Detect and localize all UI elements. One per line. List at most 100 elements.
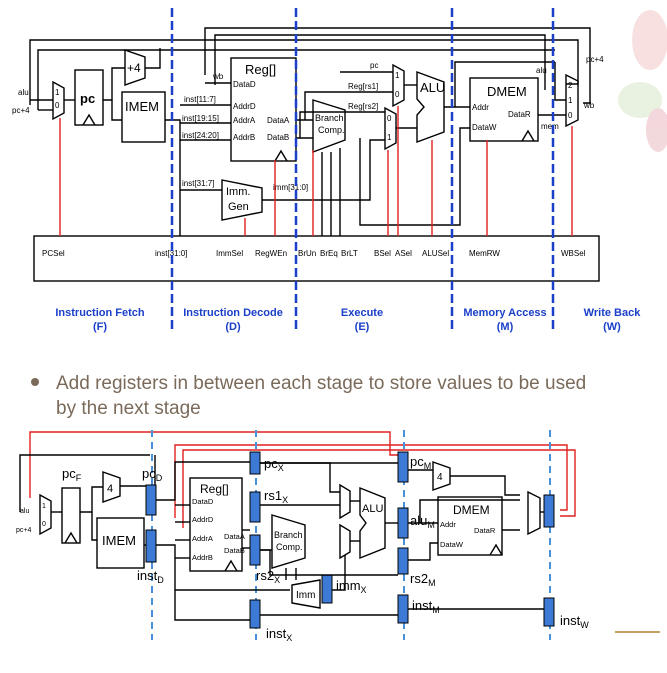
- stage-writeback-abbr: (W): [603, 321, 621, 333]
- dmem-bottom-label: DMEM: [453, 503, 490, 517]
- reg-bottom-port-addrb: AddrB: [192, 553, 213, 562]
- alu-block: [416, 70, 445, 144]
- rs2x-register: [249, 534, 261, 566]
- reg-bottom-port-datad: DataD: [192, 497, 214, 506]
- stage-memory-abbr: (M): [497, 321, 514, 333]
- signal-bsel: BSel: [374, 249, 391, 258]
- plus4-bottom-label: 4: [107, 483, 113, 495]
- stage-labels: Instruction Fetch (F) Instruction Decode…: [55, 307, 641, 333]
- reg-port-datab: DataB: [267, 133, 289, 142]
- imem-bottom-label: IMEM: [102, 533, 136, 548]
- inst-11-7-label: inst[11:7]: [184, 95, 216, 104]
- alu-bottom-label: ALU: [362, 503, 383, 515]
- signal-immsel: ImmSel: [216, 249, 243, 258]
- stage-fetch-name: Instruction Fetch: [55, 307, 145, 319]
- bullet-text-line1: Add registers in between each stage to s…: [56, 373, 586, 394]
- signal-memrw: MemRW: [469, 249, 500, 258]
- signal-brlt: BrLT: [341, 249, 358, 258]
- dmem-bottom-port-dataw: DataW: [440, 540, 464, 549]
- a-mux-in-0: 0: [395, 90, 400, 99]
- pc-label: pc: [80, 91, 95, 106]
- instw-register: [543, 597, 555, 627]
- control-signal-labels: PCSel inst[31:0] ImmSel RegWEn BrUn BrEq…: [42, 249, 586, 258]
- reg-bottom-port-addra: AddrA: [192, 534, 213, 543]
- b-mux-bottom: [339, 523, 351, 560]
- alu-input-label: alu: [18, 88, 29, 97]
- inst-19-15-label: inst[19:15]: [182, 114, 219, 123]
- imem-label: IMEM: [125, 99, 159, 114]
- top-datapath-diagram: 1 0 alu pc+4 pc +4 IMEM Reg[] DataD Addr…: [12, 8, 641, 333]
- pc4-input-label: pc+4: [12, 106, 30, 115]
- stage-memory-name: Memory Access: [463, 307, 546, 319]
- decorative-flower-graphic: [618, 10, 667, 152]
- signal-inst: inst[31:0]: [155, 249, 187, 258]
- wb-label-top: wb: [212, 72, 224, 81]
- branch-comp-bottom-label-1: Branch: [274, 530, 303, 540]
- rs2m-register: [397, 547, 409, 575]
- dmem-block-bottom: [437, 496, 503, 556]
- pcx-register: [249, 451, 261, 475]
- dmem-port-datar: DataR: [508, 110, 531, 119]
- pc-mux-in-0: 0: [55, 101, 60, 110]
- alum-register: [397, 507, 409, 539]
- imm-31-0-label: imm[31:0]: [273, 183, 308, 192]
- regfile-block-bottom: [189, 477, 243, 572]
- wb-register: [543, 494, 555, 528]
- immx-label: immX: [336, 578, 367, 595]
- a-mux-in-1: 1: [395, 71, 400, 80]
- instm-label: instM: [412, 598, 440, 615]
- bullet-point: Add registers in between each stage to s…: [31, 373, 586, 419]
- dmem-block: [469, 77, 539, 142]
- plus4-m-label: 4: [437, 472, 443, 483]
- bullet-dot: [31, 378, 39, 386]
- alu-in-label-bottom: alu: [20, 508, 29, 515]
- alu-right-label: alu: [536, 66, 547, 75]
- stage-dividers-top: [170, 8, 555, 330]
- inst-31-7-label: inst[31:7]: [182, 179, 214, 188]
- regfile-block: [230, 57, 297, 162]
- pc4-in-label-bottom: pc+4: [16, 527, 31, 534]
- pcf-register: [61, 487, 81, 544]
- signal-alusel: ALUSel: [422, 249, 449, 258]
- stage-decode-name: Instruction Decode: [183, 307, 283, 319]
- dmem-port-addr: Addr: [472, 103, 489, 112]
- imem-block: [121, 91, 166, 143]
- a-mux-bottom: [339, 483, 351, 520]
- instm-register: [397, 594, 409, 624]
- branch-comp-bottom-label-2: Comp.: [276, 542, 303, 552]
- reg-rs1-label: Reg[rs1]: [348, 82, 378, 91]
- signal-brun: BrUn: [298, 249, 316, 258]
- regfile-bottom-label: Reg[]: [200, 482, 229, 496]
- alum-label: aluM: [410, 513, 435, 530]
- reg-bottom-port-datab: DataB: [224, 546, 245, 555]
- pcd-register: [145, 484, 157, 516]
- pc-mux-bottom: [39, 493, 52, 536]
- reg-rs2-label: Reg[rs2]: [348, 102, 378, 111]
- instd-label: instD: [137, 568, 164, 585]
- imm-bottom-label: Imm: [296, 590, 315, 601]
- reg-port-datad: DataD: [233, 80, 256, 89]
- b-mux-in-1: 1: [387, 133, 392, 142]
- regfile-label: Reg[]: [245, 62, 276, 77]
- wb-mux-in-0: 0: [568, 111, 573, 120]
- branch-comp-label-1: Branch: [315, 113, 344, 123]
- wb-mux: [565, 73, 579, 128]
- stage-fetch-abbr: (F): [93, 321, 107, 333]
- stage-writeback-name: Write Back: [584, 307, 642, 319]
- plus4-adder-m: [432, 461, 451, 491]
- pc-mux-in-1: 1: [55, 88, 60, 97]
- instx-label: instX: [266, 626, 292, 643]
- immx-register: [321, 574, 333, 604]
- bullet-text-line2: by the next stage: [56, 398, 201, 419]
- alu-label: ALU: [420, 80, 445, 95]
- pc-exec-label: pc: [370, 61, 378, 70]
- dmem-port-dataw: DataW: [472, 123, 497, 132]
- instx-register: [249, 599, 261, 629]
- reg-port-addra: AddrA: [233, 116, 256, 125]
- immgen-label-1: Imm.: [226, 186, 250, 198]
- plus4-adder: [124, 49, 146, 86]
- pc-mux-bottom-in-1: 1: [42, 503, 46, 510]
- plus4-label: +4: [127, 61, 141, 75]
- pcx-label: pcX: [264, 456, 284, 473]
